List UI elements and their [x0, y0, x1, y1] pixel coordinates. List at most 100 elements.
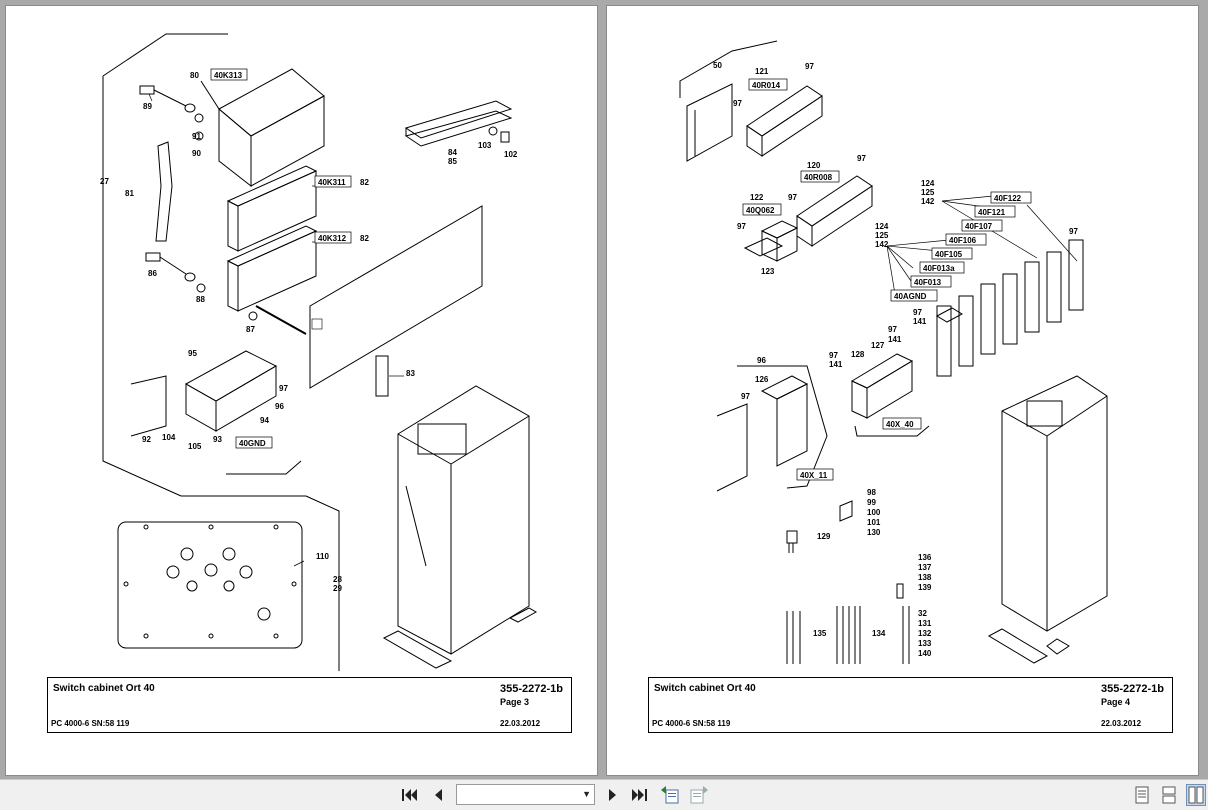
callout-94: 94	[260, 416, 269, 425]
callout-97: 97	[829, 351, 838, 360]
document-number: 355-2272-1b	[500, 683, 563, 695]
callout-40F013: 40F013	[914, 278, 942, 287]
callout-97: 97	[857, 154, 866, 163]
callout-99: 99	[867, 498, 876, 507]
callout-40AGND: 40AGND	[894, 292, 927, 301]
callout-28: 28	[333, 575, 342, 584]
callout-102: 102	[504, 150, 518, 159]
callout-139: 139	[918, 583, 932, 592]
facing-pages-view-icon[interactable]	[1186, 784, 1206, 806]
callout-32: 32	[918, 609, 927, 618]
machine-serial: PC 4000-6 SN:58 119	[652, 719, 731, 728]
exploded-parts-drawing-page-3: 27 80 40K313 89 91 90 81 40K311 82 40K31…	[100, 33, 538, 671]
callout-128: 128	[851, 350, 865, 359]
callout-97: 97	[1069, 227, 1078, 236]
document-page-4: 50 121 97 40R014 97 120 97 40R008 122 97…	[606, 5, 1199, 776]
page-label: Page 3	[500, 697, 530, 707]
callout-88: 88	[196, 295, 205, 304]
callout-101: 101	[867, 518, 881, 527]
callout-96: 96	[757, 356, 766, 365]
callout-110: 110	[316, 552, 329, 561]
callout-98: 98	[867, 488, 876, 497]
callout-50: 50	[713, 61, 722, 70]
callout-81: 81	[125, 189, 134, 198]
callout-91: 91	[192, 132, 201, 141]
viewer-toolbar: ▼	[0, 779, 1208, 810]
callout-120: 120	[807, 161, 821, 170]
callout-40F122: 40F122	[994, 194, 1022, 203]
navigate-back-icon[interactable]	[659, 784, 681, 806]
callout-105: 105	[188, 442, 202, 451]
callout-40GND: 40GND	[239, 439, 266, 448]
callout-97: 97	[737, 222, 746, 231]
callout-97: 97	[913, 308, 922, 317]
document-page-3: 27 80 40K313 89 91 90 81 40K311 82 40K31…	[5, 5, 598, 776]
continuous-view-icon[interactable]	[1159, 784, 1179, 806]
callout-97: 97	[805, 62, 814, 71]
callout-127: 127	[871, 341, 885, 350]
callout-124: 124	[875, 222, 889, 231]
callout-141: 141	[829, 360, 843, 369]
machine-serial: PC 4000-6 SN:58 119	[51, 719, 130, 728]
callout-86: 86	[148, 269, 157, 278]
callout-27: 27	[100, 177, 109, 186]
callout-40F105: 40F105	[935, 250, 963, 259]
document-date: 22.03.2012	[500, 719, 541, 728]
title-block: Switch cabinet Ort 40 PC 4000-6 SN:58 11…	[648, 677, 1173, 733]
callout-93: 93	[213, 435, 222, 444]
callout-124: 124	[921, 179, 935, 188]
callout-125: 125	[921, 188, 935, 197]
callout-40F107: 40F107	[965, 222, 993, 231]
callout-97: 97	[888, 325, 897, 334]
callout-133: 133	[918, 639, 932, 648]
callout-92: 92	[142, 435, 151, 444]
callout-140: 140	[918, 649, 932, 658]
chevron-down-icon: ▼	[582, 789, 591, 799]
callout-122: 122	[750, 193, 764, 202]
callout-80: 80	[190, 71, 199, 80]
first-page-icon[interactable]	[398, 784, 420, 806]
callout-135: 135	[813, 629, 827, 638]
callout-89: 89	[143, 102, 152, 111]
callout-141: 141	[888, 335, 902, 344]
callout-40Q062: 40Q062	[746, 206, 775, 215]
callout-131: 131	[918, 619, 932, 628]
callout-97: 97	[279, 384, 288, 393]
page-select[interactable]: ▼	[456, 784, 595, 805]
callout-138: 138	[918, 573, 932, 582]
callout-103: 103	[478, 141, 492, 150]
callout-104: 104	[162, 433, 176, 442]
exploded-parts-drawing-page-4: 50 121 97 40R014 97 120 97 40R008 122 97…	[679, 40, 1108, 664]
callout-96: 96	[275, 402, 284, 411]
callout-40K313: 40K313	[214, 71, 243, 80]
document-date: 22.03.2012	[1101, 719, 1142, 728]
next-page-icon[interactable]	[602, 784, 624, 806]
callout-83: 83	[406, 369, 415, 378]
callout-82: 82	[360, 178, 369, 187]
callout-97: 97	[741, 392, 750, 401]
single-page-view-icon[interactable]	[1132, 784, 1152, 806]
callout-136: 136	[918, 553, 932, 562]
callout-85: 85	[448, 157, 457, 166]
page-label: Page 4	[1101, 697, 1131, 707]
drawing-title: Switch cabinet Ort 40	[53, 683, 155, 694]
callout-97: 97	[788, 193, 797, 202]
callout-90: 90	[192, 149, 201, 158]
callout-40F013a: 40F013a	[923, 264, 955, 273]
callout-142: 142	[875, 240, 889, 249]
callout-141: 141	[913, 317, 927, 326]
callout-123: 123	[761, 267, 775, 276]
callout-40K311: 40K311	[318, 178, 346, 187]
document-number: 355-2272-1b	[1101, 683, 1164, 695]
navigate-forward-icon[interactable]	[688, 784, 710, 806]
callout-97: 97	[733, 99, 742, 108]
drawing-title: Switch cabinet Ort 40	[654, 683, 756, 694]
callout-40K312: 40K312	[318, 234, 347, 243]
prev-page-icon[interactable]	[427, 784, 449, 806]
callout-40X-11: 40X_11	[800, 471, 828, 480]
callout-84: 84	[448, 148, 457, 157]
last-page-icon[interactable]	[629, 784, 651, 806]
callout-129: 129	[817, 532, 831, 541]
callout-100: 100	[867, 508, 881, 517]
callout-142: 142	[921, 197, 935, 206]
